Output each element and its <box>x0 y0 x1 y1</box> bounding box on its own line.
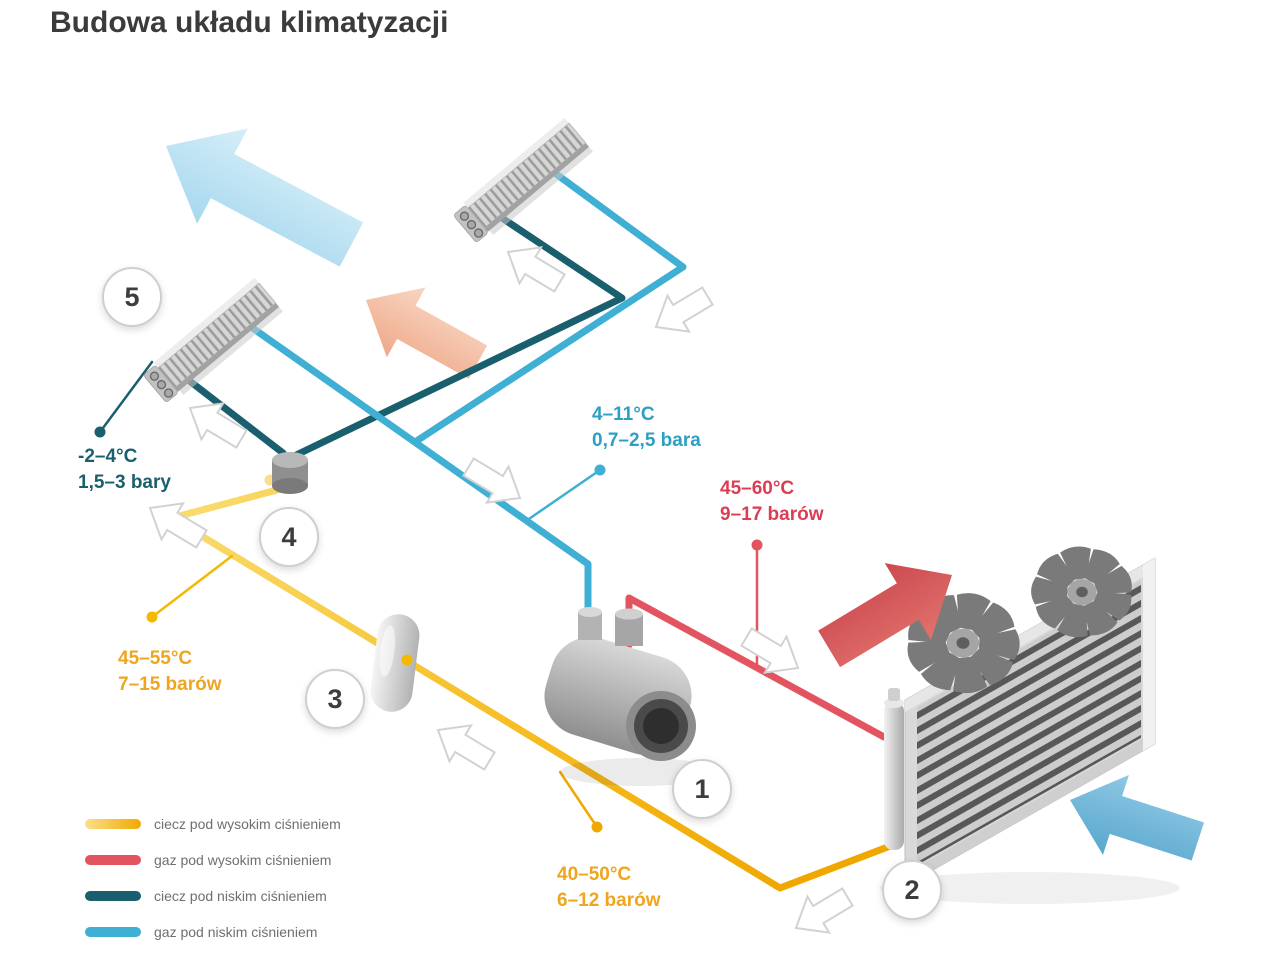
cold-air-arrow <box>140 98 377 293</box>
marker-dryer: 3 <box>305 669 365 729</box>
pipe-gas-low-pressure <box>240 164 687 628</box>
pipe-liquid-low-pressure <box>94 198 626 462</box>
label-high-pressure-liquid: 45–55°C 7–15 barów <box>118 648 222 695</box>
marker-compressor: 1 <box>672 759 732 819</box>
label-dot-liquid-high-bottom <box>591 821 603 833</box>
label-high-pressure-liquid-condenser: 40–50°C 6–12 barów <box>557 864 661 911</box>
expansion-valve <box>272 452 308 494</box>
marker-evaporator: 5 <box>102 267 162 327</box>
label-dot-gas-low <box>594 464 606 476</box>
legend-swatch-liquid-high <box>85 818 141 829</box>
warm-air-arrow <box>346 265 498 398</box>
legend-item-gas-high: gaz pod wysokim ciśnieniem <box>85 852 341 868</box>
legend-item-gas-low: gaz pod niskim ciśnieniem <box>85 924 341 940</box>
pipe-liquid-high-pressure <box>146 474 897 892</box>
condenser <box>880 540 1180 904</box>
page-title: Budowa układu klimatyzacji <box>50 6 449 39</box>
legend-swatch-gas-high <box>85 854 141 865</box>
legend-item-liquid-high: ciecz pod wysokim ciśnieniem <box>85 816 341 832</box>
flow-arrow <box>784 878 860 948</box>
label-dot-liquid-high-left <box>146 611 158 623</box>
compressor <box>544 607 720 786</box>
legend-swatch-liquid-low <box>85 890 141 901</box>
evaporator-bottom <box>140 277 284 408</box>
legend-item-liquid-low: ciecz pod niskim ciśnieniem <box>85 888 341 904</box>
dryer-joint-dot <box>401 654 413 666</box>
label-low-pressure-liquid: -2–4°C 1,5–3 bary <box>78 446 171 493</box>
label-low-pressure-gas: 4–11°C 0,7–2,5 bara <box>592 404 701 451</box>
label-dot-liquid-low <box>94 426 106 438</box>
marker-expansion-valve: 4 <box>259 507 319 567</box>
flow-arrow <box>138 488 214 558</box>
legend-swatch-gas-low <box>85 926 141 937</box>
receiver-tube <box>884 688 904 850</box>
legend: ciecz pod wysokim ciśnieniem gaz pod wys… <box>85 816 341 960</box>
flow-arrow <box>496 232 572 302</box>
filter-dryer <box>370 614 420 712</box>
flow-arrow <box>426 710 502 780</box>
marker-condenser: 2 <box>882 860 942 920</box>
label-high-pressure-gas: 45–60°C 9–17 barów <box>720 478 824 525</box>
label-dot-gas-high <box>751 539 763 551</box>
